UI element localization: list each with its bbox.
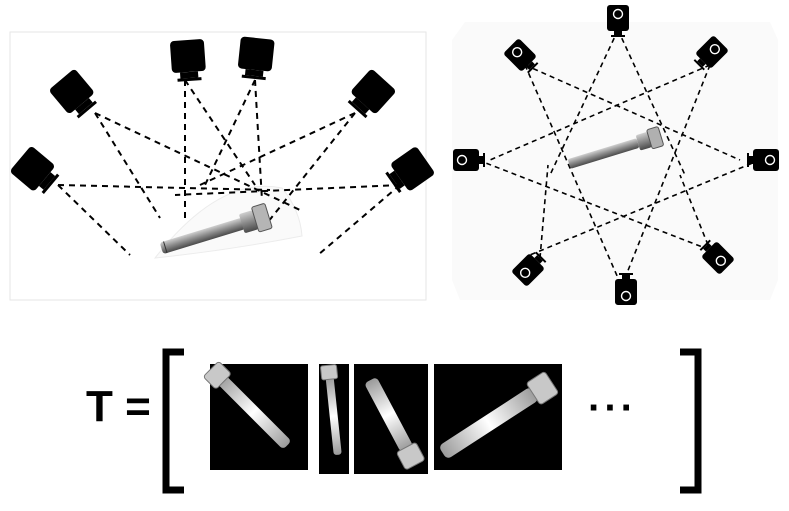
- right-bracket: [680, 348, 702, 494]
- rendered-view-image: [203, 361, 308, 470]
- flashlight-object-icon: [568, 126, 664, 169]
- camera-icon: [236, 36, 275, 81]
- camera-icon: [382, 145, 436, 198]
- camera-icon: [9, 145, 63, 198]
- camera-icon: [169, 38, 207, 83]
- rendered-view-image: [354, 364, 428, 474]
- camera-icon: [48, 68, 101, 122]
- tensor-label: T =: [86, 382, 151, 431]
- right-camera-setup: [452, 4, 780, 306]
- rendered-view-image: [434, 364, 562, 470]
- left-camera-setup: [9, 31, 436, 301]
- image-tensor: [162, 348, 702, 494]
- left-bracket: [162, 348, 184, 494]
- rendered-view-image: [319, 364, 349, 474]
- ellipsis: ···: [588, 386, 637, 430]
- flashlight-object-icon: [160, 203, 273, 254]
